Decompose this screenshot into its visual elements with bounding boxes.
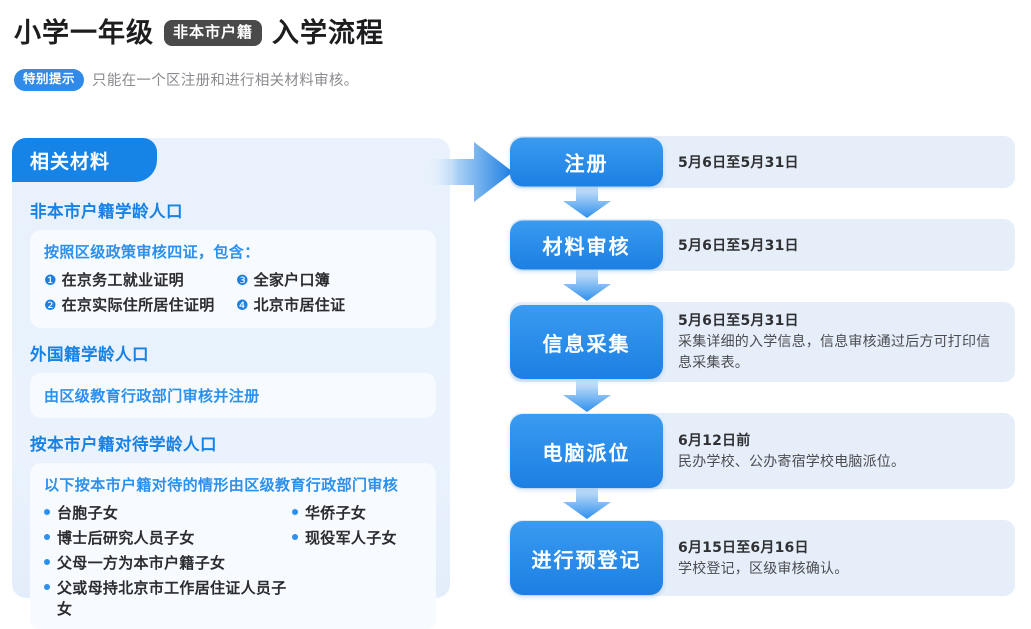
flow-step-pre-registration[interactable]: 进行预登记 6月15日至6月16日 学校登记，区级审核确认。	[510, 520, 1015, 596]
group-title: 非本市户籍学龄人口	[30, 202, 183, 221]
number-2-icon: ❷	[44, 298, 57, 315]
list-item: ❷ 在京实际住所居住证明	[44, 294, 236, 316]
flow-step-info-collection[interactable]: 信息采集 5月6日至5月31日 采集详细的入学信息，信息审核通过后方可打印信息采…	[510, 302, 1015, 382]
flow-step-name: 信息采集	[542, 331, 631, 356]
bullet-dot-icon	[292, 508, 298, 515]
flow-step-pill[interactable]: 材料审核	[510, 220, 663, 270]
flow-step-pill[interactable]: 进行预登记	[510, 521, 663, 595]
group-card: 按照区级政策审核四证，包含： ❶ 在京务工就业证明 ❸ 全家户口簿 ❷ 在京实际	[30, 230, 436, 328]
list-item-label: 台胞子女	[57, 503, 119, 522]
list-item: ❶ 在京务工就业证明	[44, 269, 236, 291]
flow-step-date: 5月6日至5月31日	[678, 238, 799, 254]
number-4-icon: ❹	[236, 298, 249, 315]
list-item-label: 北京市居住证	[253, 296, 346, 315]
flow-step-content: 6月15日至6月16日 学校登记，区级审核确认。	[678, 537, 848, 580]
list-item-label: 在京务工就业证明	[61, 271, 184, 289]
list-item: 华侨子女	[292, 502, 422, 523]
flow-step-bar: 注册 5月6日至5月31日	[510, 136, 1015, 188]
bullet-dot-icon	[292, 533, 298, 540]
bullet-dot-icon	[44, 558, 50, 565]
flow-step-register[interactable]: 注册 5月6日至5月31日	[510, 136, 1015, 188]
group-card-lead: 以下按本市户籍对待的情形由区级教育行政部门审核	[44, 475, 399, 494]
page-title-badge: 非本市户籍	[164, 20, 263, 46]
flow-step-computer-allocation[interactable]: 电脑派位 6月12日前 民办学校、公办寄宿学校电脑派位。	[510, 413, 1015, 489]
group-card-line: 由区级教育行政部门审核并注册	[44, 386, 260, 405]
flow-arrow-2-icon	[510, 269, 1015, 302]
group-card: 由区级教育行政部门审核并注册	[30, 372, 436, 418]
bullet-dot-icon	[44, 583, 50, 590]
list-item: 博士后研究人员子女	[44, 527, 292, 548]
flow-step-content: 5月6日至5月31日 采集详细的入学信息，信息审核通过后方可打印信息采集表。	[678, 310, 1001, 374]
flow-step-pill[interactable]: 电脑派位	[510, 414, 663, 488]
list-item: 父母一方为本市户籍子女	[44, 552, 292, 573]
list-item: 现役军人子女	[292, 527, 422, 548]
list-item: 台胞子女	[44, 502, 292, 523]
flow-arrow-3-icon	[510, 380, 1015, 413]
flow-step-date: 6月12日前	[678, 432, 751, 449]
list-item: ❸ 全家户口簿	[236, 269, 422, 291]
enrollment-flow: 注册 5月6日至5月31日 材	[510, 136, 1015, 596]
flow-step-date: 5月6日至5月31日	[678, 313, 799, 329]
flow-step-material-review[interactable]: 材料审核 5月6日至5月31日	[510, 219, 1015, 271]
four-certificates-grid: ❶ 在京务工就业证明 ❸ 全家户口簿 ❷ 在京实际住所居住证明 ❹	[44, 269, 422, 317]
flow-step-date: 5月6日至5月31日	[678, 155, 799, 171]
list-item-label: 在京实际住所居住证明	[61, 296, 215, 315]
materials-panel: 相关材料 非本市户籍学龄人口 按照区级政策审核四证，包含： ❶ 在京务工就业证明…	[12, 138, 450, 629]
list-item-label: 现役军人子女	[305, 528, 397, 547]
flow-arrow-1-icon	[510, 186, 1015, 219]
special-tip-text: 只能在一个区注册和进行相关材料审核。	[92, 73, 359, 90]
list-item-label: 父母一方为本市户籍子女	[57, 553, 226, 572]
group-card-lead: 按照区级政策审核四证，包含：	[44, 243, 260, 261]
group-title: 外国籍学龄人口	[30, 344, 149, 364]
flow-step-pill[interactable]: 注册	[510, 137, 663, 187]
flow-step-desc: 民办学校、公办寄宿学校电脑派位。	[678, 453, 906, 470]
flow-step-name: 电脑派位	[542, 440, 631, 465]
flow-step-content: 5月6日至5月31日	[678, 152, 799, 172]
list-item-label: 华侨子女	[305, 503, 367, 522]
special-tip-badge: 特别提示	[14, 69, 85, 91]
bullet-dot-icon	[44, 533, 50, 540]
list-item-spacer	[292, 552, 422, 573]
group-card: 以下按本市户籍对待的情形由区级教育行政部门审核 台胞子女 华侨子女 博士后	[30, 462, 436, 629]
flow-step-content: 6月12日前 民办学校、公办寄宿学校电脑派位。	[678, 430, 905, 473]
page-title-main: 小学一年级	[14, 17, 154, 49]
page-header: 小学一年级 非本市户籍 入学流程 特别提示 只能在一个区注册和进行相关材料审核。	[14, 12, 384, 91]
page-title: 小学一年级 非本市户籍 入学流程	[14, 12, 384, 54]
list-item-label: 父或母持北京市工作居住证人员子女	[57, 578, 287, 618]
materials-tab-label: 相关材料	[30, 150, 111, 173]
materials-group-treated-as-local: 按本市户籍对待学龄人口 以下按本市户籍对待的情形由区级教育行政部门审核 台胞子女…	[30, 431, 436, 629]
flow-step-desc: 采集详细的入学信息，信息审核通过后方可打印信息采集表。	[678, 334, 991, 371]
flow-arrow-4-icon	[510, 487, 1015, 520]
materials-group-foreign: 外国籍学龄人口 由区级教育行政部门审核并注册	[30, 341, 436, 418]
flow-step-bar: 电脑派位 6月12日前 民办学校、公办寄宿学校电脑派位。	[510, 413, 1015, 489]
eligibility-bullet-grid: 台胞子女 华侨子女 博士后研究人员子女 现役军人子女	[44, 502, 422, 619]
list-item: 父或母持北京市工作居住证人员子女	[44, 577, 292, 619]
list-item-label: 全家户口簿	[253, 271, 331, 289]
special-tip: 特别提示 只能在一个区注册和进行相关材料审核。	[14, 69, 384, 91]
flow-step-name: 注册	[564, 151, 609, 176]
materials-group-non-local: 非本市户籍学龄人口 按照区级政策审核四证，包含： ❶ 在京务工就业证明 ❸ 全家…	[30, 198, 436, 328]
flow-step-bar: 进行预登记 6月15日至6月16日 学校登记，区级审核确认。	[510, 520, 1015, 596]
flow-step-name: 进行预登记	[531, 547, 642, 572]
panel-to-flow-arrow-icon	[428, 140, 514, 204]
list-item-label: 博士后研究人员子女	[57, 528, 195, 547]
page-title-tail: 入学流程	[272, 17, 385, 49]
group-title: 按本市户籍对待学龄人口	[30, 434, 217, 454]
materials-tab-header: 相关材料	[12, 138, 157, 182]
bullet-dot-icon	[44, 508, 50, 515]
flow-step-bar: 信息采集 5月6日至5月31日 采集详细的入学信息，信息审核通过后方可打印信息采…	[510, 302, 1015, 382]
number-1-icon: ❶	[44, 273, 57, 289]
flow-step-name: 材料审核	[542, 234, 631, 259]
flow-step-desc: 学校登记，区级审核确认。	[678, 560, 849, 577]
flow-step-date: 6月15日至6月16日	[678, 539, 809, 556]
flow-step-content: 5月6日至5月31日	[678, 235, 799, 255]
materials-body: 非本市户籍学龄人口 按照区级政策审核四证，包含： ❶ 在京务工就业证明 ❸ 全家…	[12, 182, 450, 629]
flow-step-bar: 材料审核 5月6日至5月31日	[510, 219, 1015, 271]
list-item-spacer	[292, 577, 422, 619]
number-3-icon: ❸	[236, 273, 249, 289]
flow-step-pill[interactable]: 信息采集	[510, 305, 663, 379]
list-item: ❹ 北京市居住证	[236, 294, 422, 316]
